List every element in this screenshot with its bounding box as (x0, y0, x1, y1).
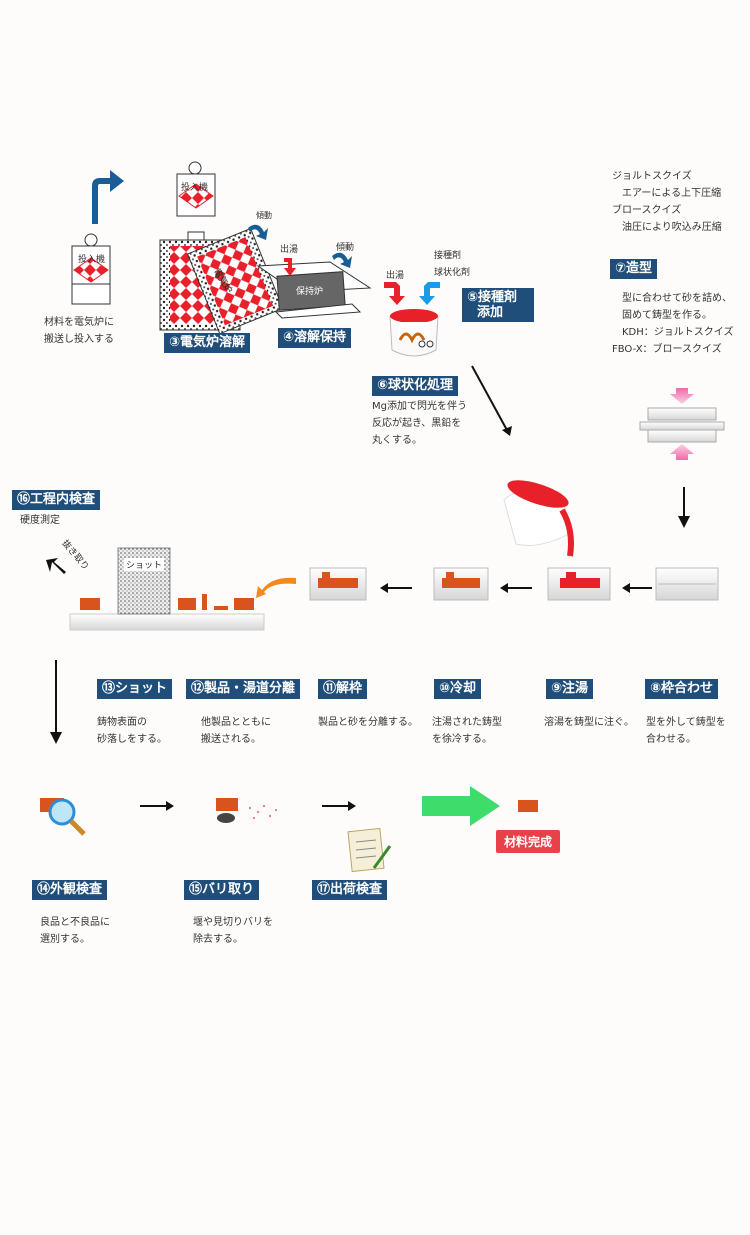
step17-label: ⑰出荷検査 (312, 880, 388, 900)
tap-label: 出湯 (386, 271, 405, 281)
hopper-label: 投入機 (78, 255, 106, 265)
step16-sub: 硬度測定 (20, 515, 60, 526)
finished-casting-icon (518, 800, 538, 812)
step14-label: ⑭外観検査 (32, 880, 108, 900)
step11-label: ⑪解枠 (318, 679, 368, 699)
hopper-label: 投入機 (181, 183, 209, 193)
step6-desc: Mg添加で閃光を伴う反応が起き、黒鉛を丸くする。 (372, 401, 467, 446)
flow-arrow (471, 365, 509, 433)
step10-label: ⑩冷却 (434, 679, 482, 699)
tilt-label: 傾動 (256, 211, 272, 220)
magnifier-icon (40, 798, 86, 836)
step14-desc: 良品と不良品に選別する。 (40, 917, 110, 945)
complete-badge: 材料完成 (496, 830, 561, 853)
electric-furnace-icon (159, 161, 284, 335)
step8-desc: 型を外して鋳型を合わせる。 (646, 717, 726, 745)
step7-label: ⑦造型 (610, 259, 658, 279)
step9-desc: 溶湯を鋳型に注ぐ。 (544, 717, 634, 728)
step11-desc: 製品と砂を分離する。 (318, 717, 418, 728)
blue-up-arrow-icon (92, 170, 124, 224)
step5-label: ⑤接種剤添加 (462, 288, 534, 322)
mold-frame-icon (655, 567, 719, 601)
inoculant-blue-arrow-icon (419, 282, 440, 305)
shot-box-label: ショット (124, 558, 165, 571)
ladle-icon (389, 309, 439, 357)
step16-label: ⑯工程内検査 (12, 490, 101, 510)
spheroidizer-label: 球状化剤 (434, 268, 471, 278)
tilt-arrow-icon (332, 252, 352, 268)
molding-press-icon (639, 388, 725, 460)
green-arrow-icon (422, 786, 500, 826)
shakeout-mold-icon (309, 567, 367, 601)
step3-label: ③電気炉溶解 (164, 333, 251, 353)
tilt-arrow-icon (248, 224, 268, 240)
tap-red-arrow-icon (284, 258, 296, 276)
orange-curved-arrow-icon (256, 577, 296, 598)
step7-desc: 型に合わせて砂を詰め、 固めて鋳型を作る。 KDH：ジョルトスクイズ FBO-X… (612, 293, 734, 355)
flow-arrow (380, 583, 652, 593)
step12-desc: 他製品とともに搬送される。 (201, 717, 271, 745)
step12-label: ⑫製品・湯道分離 (186, 679, 301, 699)
conveyor-icon (69, 547, 265, 631)
step4-label: ④溶解保持 (278, 328, 352, 348)
pouring-ladle-icon (503, 480, 574, 557)
hopper-icon (71, 233, 111, 305)
step10-desc: 注湯された鋳型を徐冷する。 (432, 717, 502, 745)
step6-label: ⑥球状化処理 (372, 376, 459, 396)
molding-notes: ジョルトスクイズ エアーによる上下圧縮 ブロースクイズ 油圧により吹込み圧縮 (612, 171, 722, 233)
step9-label: ⑨注湯 (546, 679, 594, 699)
deburr-icon (216, 798, 277, 823)
step15-desc: 堰や見切りバリを除去する。 (193, 917, 273, 945)
step13-desc: 鋳物表面の砂落しをする。 (97, 717, 167, 745)
step8-label: ⑧枠合わせ (645, 679, 719, 699)
tilt-label: 傾動 (336, 243, 355, 253)
pour-mold-icon (547, 567, 611, 601)
step15-label: ⑮バリ取り (184, 880, 260, 900)
pull-arrow-icon (46, 558, 66, 574)
clipboard-icon (347, 827, 392, 873)
tap-label: 出湯 (280, 245, 299, 255)
holding-furnace-label: 保持炉 (296, 287, 324, 297)
material-desc: 材料を電気炉に搬送し投入する (44, 317, 114, 345)
cooling-mold-icon (433, 567, 489, 601)
tap-red-arrow-icon (384, 282, 405, 305)
inoculant-label: 接種剤 (434, 251, 462, 261)
step13-label: ⑬ショット (97, 679, 173, 699)
